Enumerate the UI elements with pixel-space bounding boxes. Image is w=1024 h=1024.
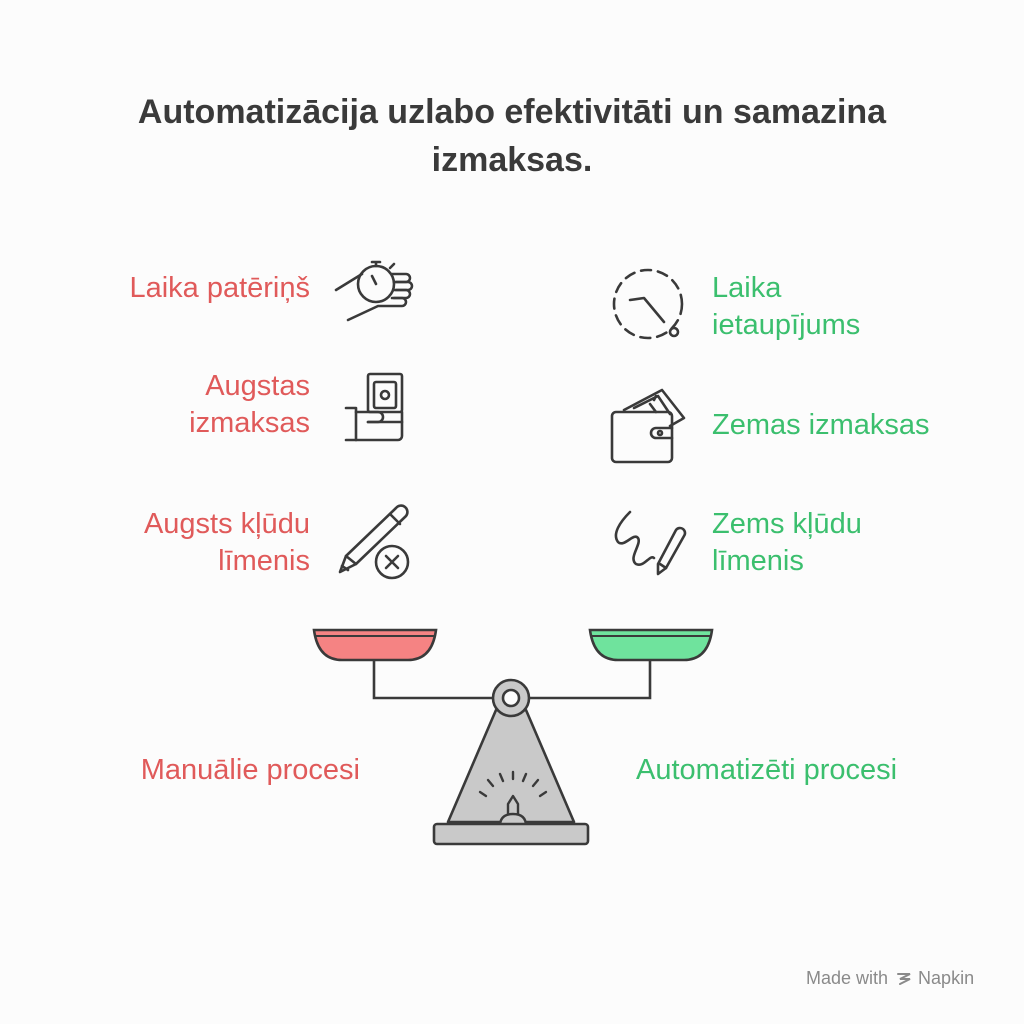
balance-scale	[312, 628, 714, 846]
hand-money-icon	[344, 372, 404, 442]
caption-automated-processes: Automatizēti procesi	[636, 754, 898, 786]
left-pan	[312, 628, 438, 662]
label-high-error-level: Augsts kļūdu līmenis	[143, 508, 310, 577]
label-high-costs: Augstas izmaksas	[189, 370, 310, 439]
caption-manual-processes: Manuālie procesi	[140, 754, 360, 786]
label-low-costs: Zemas izmaksas	[712, 409, 930, 441]
wallet-icon	[610, 388, 686, 464]
label-low-error-level: Zems kļūdu līmenis	[712, 508, 862, 577]
made-with-text: Made with	[806, 968, 889, 988]
hand-stopwatch-icon	[334, 260, 414, 322]
made-with-napkin: Made with Napkin	[806, 968, 974, 989]
pencil-error-icon	[338, 504, 410, 580]
label-time-consumption: Laika patēriņš	[129, 272, 310, 304]
napkin-logo-icon	[897, 972, 911, 985]
page-title: Automatizācija uzlabo efektivitāti un sa…	[137, 93, 887, 179]
right-pan	[588, 628, 714, 662]
pen-scribble-icon	[614, 510, 687, 576]
scale-base	[432, 822, 590, 846]
label-time-saving: Laika ietaupījums	[712, 272, 861, 341]
napkin-brand: Napkin	[918, 968, 975, 988]
clock-saving-icon	[612, 268, 684, 340]
